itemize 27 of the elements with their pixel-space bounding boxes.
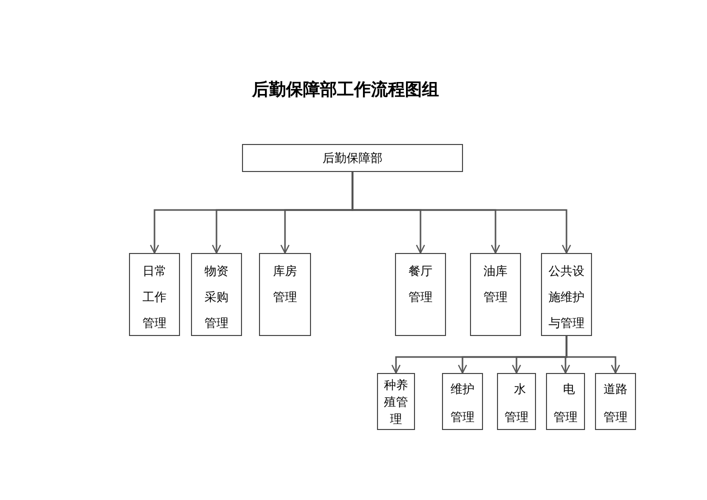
- org-box: [442, 373, 483, 430]
- box-label: 后勤保障部: [322, 150, 384, 167]
- diagram-title: 后勤保障部工作流程图组: [252, 79, 439, 102]
- org-box: [470, 253, 521, 336]
- org-box: [377, 373, 415, 430]
- box-label: 公共设施维护与管理: [548, 263, 584, 332]
- box-label: 餐厅管理: [408, 263, 432, 306]
- org-box: [259, 253, 311, 336]
- box-label: 道路管理: [604, 381, 628, 426]
- box-label: 物资采购管理: [204, 263, 228, 332]
- org-box: [595, 373, 636, 430]
- box-label: 油库管理: [484, 263, 508, 306]
- org-box: [191, 253, 242, 336]
- box-label: 水管理: [504, 381, 528, 426]
- org-box: [546, 373, 585, 430]
- connector-arrow: [566, 336, 620, 374]
- box-label: 电管理: [554, 381, 578, 426]
- box-label: 库房管理: [273, 263, 297, 306]
- box-label: 维护管理: [450, 381, 474, 426]
- org-box: [395, 253, 446, 336]
- box-label: 日常工作管理: [142, 263, 166, 332]
- box-label: 种养殖管理: [384, 377, 408, 428]
- org-box: [497, 373, 536, 430]
- org-box: [242, 144, 463, 172]
- connector-arrow: [352, 172, 572, 254]
- org-box: [541, 253, 592, 336]
- org-box: [129, 253, 180, 336]
